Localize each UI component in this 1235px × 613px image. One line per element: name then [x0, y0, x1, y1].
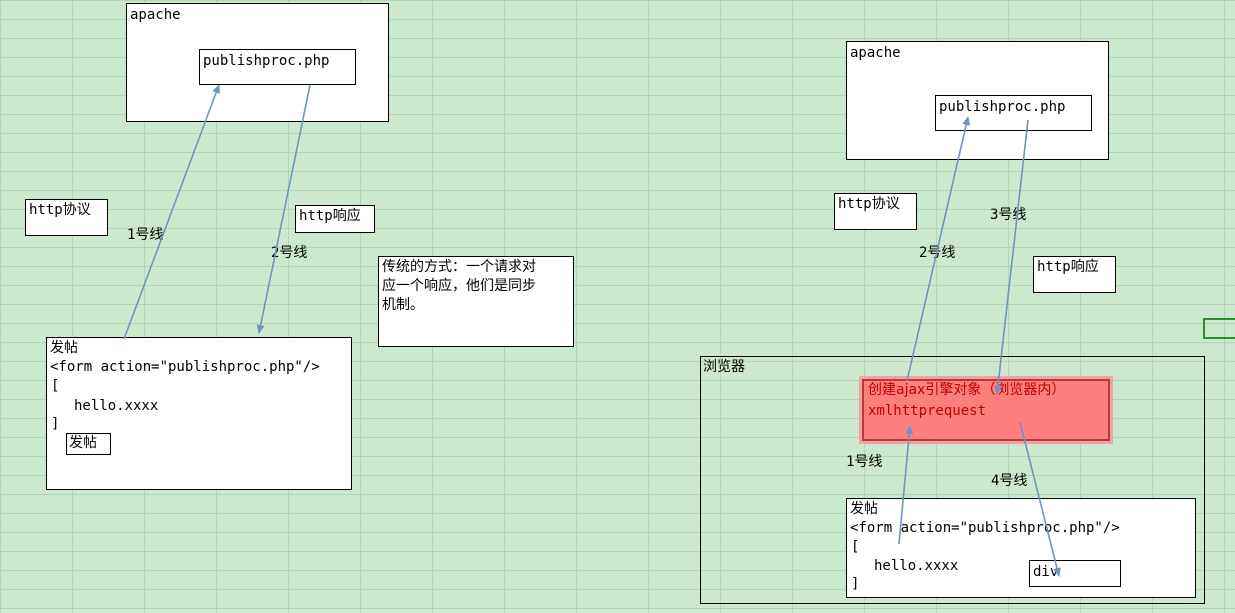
ajax-engine-box: 创建ajax引擎对象（浏览器内） xmlhttprequest [862, 379, 1110, 441]
left-form-close-bracket: ] [51, 416, 60, 432]
right-form-box: 发帖 <form action="publishproc.php"/> [ he… [846, 498, 1196, 598]
left-line1-arrow [123, 84, 220, 340]
left-post-button-label: 发帖 [69, 435, 97, 451]
right-http-response-box: http响应 [1033, 256, 1116, 293]
right-line1-label: 1号线 [846, 454, 883, 470]
right-apache-label: apache [850, 45, 901, 61]
left-publishproc-label: publishproc.php [203, 53, 330, 69]
right-form-close-bracket: ] [851, 576, 860, 592]
right-publishproc-box: publishproc.php [935, 95, 1092, 131]
left-form-title: 发帖 [50, 340, 78, 356]
left-form-tag: <form action="publishproc.php"/> [50, 359, 320, 375]
right-line3-label: 3号线 [990, 207, 1027, 223]
div-target-box: div [1029, 560, 1121, 587]
ajax-engine-title: 创建ajax引擎对象（浏览器内） [868, 382, 1066, 398]
right-http-protocol-box: http协议 [834, 193, 917, 230]
left-form-open-bracket: [ [51, 378, 60, 394]
left-line2-label: 2号线 [271, 245, 308, 261]
left-line1-label: 1号线 [127, 227, 164, 243]
left-form-content: hello.xxxx [74, 398, 159, 414]
right-line4-label: 4号线 [991, 473, 1028, 489]
left-apache-label: apache [130, 7, 181, 23]
note-text: 传统的方式：一个请求对 应一个响应，他们是同步 机制。 [382, 259, 536, 313]
right-line3-arrow [993, 119, 1029, 395]
right-form-open-bracket: [ [851, 539, 860, 555]
left-http-protocol-label: http协议 [29, 202, 91, 218]
ajax-engine-object: xmlhttprequest [868, 403, 987, 419]
left-http-response-label: http响应 [299, 208, 361, 224]
browser-label: 浏览器 [703, 359, 745, 375]
right-form-content: hello.xxxx [874, 558, 959, 574]
right-http-response-label: http响应 [1037, 259, 1099, 275]
left-http-response-box: http响应 [295, 205, 375, 233]
left-http-protocol-box: http协议 [25, 199, 108, 236]
div-target-label: div [1033, 564, 1059, 580]
right-line2-label: 2号线 [919, 245, 956, 261]
right-publishproc-label: publishproc.php [939, 99, 1066, 115]
right-form-title: 发帖 [850, 501, 878, 517]
left-publishproc-box: publishproc.php [199, 49, 356, 85]
left-post-button[interactable]: 发帖 [66, 433, 111, 455]
right-form-tag: <form action="publishproc.php"/> [850, 520, 1120, 536]
note-box: 传统的方式：一个请求对 应一个响应，他们是同步 机制。 [378, 256, 574, 347]
selected-cell-indicator[interactable] [1203, 318, 1235, 339]
right-http-protocol-label: http协议 [838, 196, 900, 212]
left-form-box: 发帖 <form action="publishproc.php"/> [ he… [46, 337, 352, 490]
